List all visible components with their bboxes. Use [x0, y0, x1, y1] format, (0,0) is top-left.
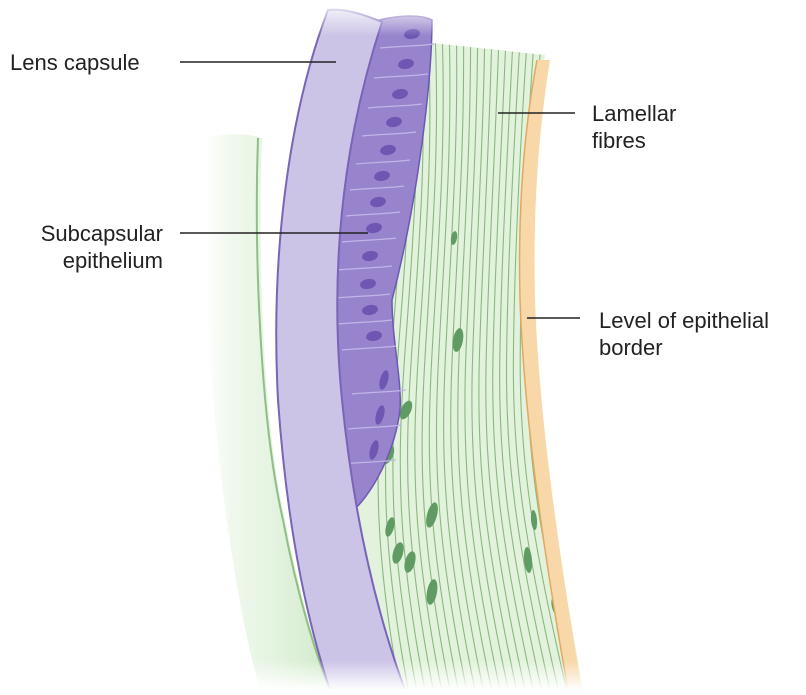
subcapsular-epithelium-label: Subcapsular epithelium — [41, 220, 163, 274]
lamellar-fibres-label: Lamellar fibres — [592, 100, 676, 154]
level-of-epithelial-border-label: Level of epithelial border — [599, 307, 769, 361]
level-line1: Level of epithelial — [599, 307, 769, 334]
lamellar-line1: Lamellar — [592, 100, 676, 127]
lens-capsule-label: Lens capsule — [10, 49, 140, 76]
lamellar-line2: fibres — [592, 127, 676, 154]
level-line2: border — [599, 334, 769, 361]
subcapsular-line1: Subcapsular — [41, 220, 163, 247]
subcapsular-line2: epithelium — [41, 247, 163, 274]
lens-capsule-text: Lens capsule — [10, 49, 140, 76]
